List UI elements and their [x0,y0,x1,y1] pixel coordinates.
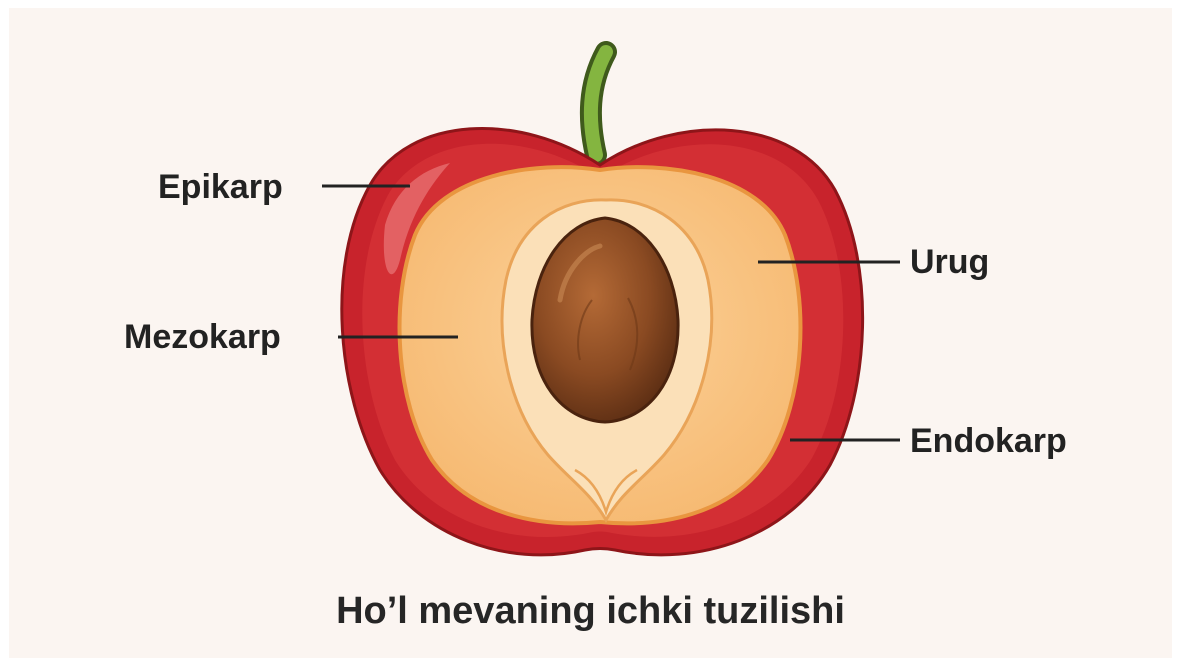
epikarp-label: Epikarp [158,170,283,204]
urug-label: Urug [910,245,989,279]
mezokarp-label: Mezokarp [124,320,281,354]
stem [591,52,606,155]
urug-seed [532,218,678,422]
diagram-caption: Ho’l mevaning ichki tuzilishi [0,592,1181,630]
endokarp-label: Endokarp [910,424,1067,458]
